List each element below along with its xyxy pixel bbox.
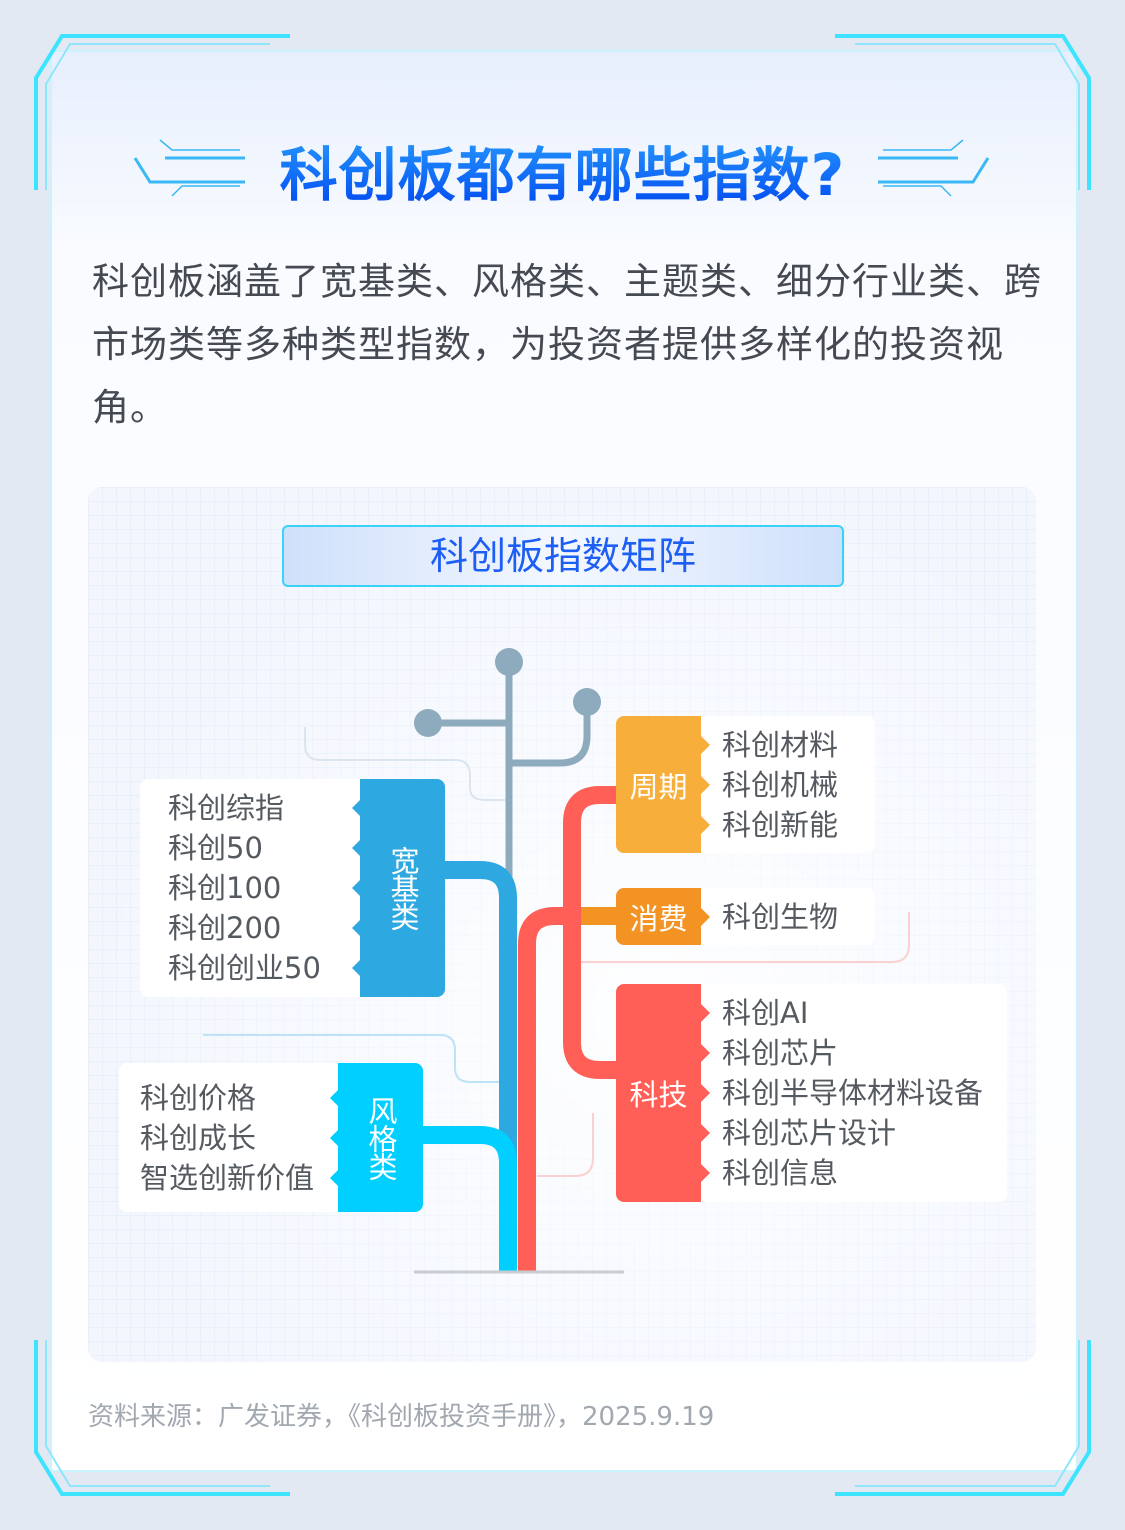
list-item: 科创半导体材料设备 bbox=[722, 1076, 984, 1110]
list-item: 科创200 bbox=[168, 911, 282, 945]
list-item: 科创100 bbox=[168, 871, 282, 905]
tech-index-label: 科技 bbox=[616, 984, 701, 1202]
broad-index-label: 宽基类 bbox=[360, 779, 445, 997]
list-item: 科创机械 bbox=[722, 768, 839, 802]
list-item: 科创AI bbox=[722, 996, 809, 1030]
title-decoration-right bbox=[878, 139, 990, 197]
list-item: 科创价格 bbox=[140, 1081, 257, 1115]
consumer-index-label: 消费 bbox=[616, 888, 701, 945]
list-item: 科创芯片设计 bbox=[722, 1116, 897, 1150]
list-item: 科创新能 bbox=[722, 808, 839, 842]
intro-text: 科创板涵盖了宽基类、风格类、主题类、细分行业类、跨市场类等多种类型指数，为投资者… bbox=[92, 260, 1042, 429]
list-item: 科创生物 bbox=[722, 900, 839, 934]
list-item: 科创成长 bbox=[140, 1121, 257, 1155]
style-index-label: 风格类 bbox=[338, 1063, 423, 1212]
source-note: 资料来源：广发证券，《科创板投资手册》，2025.9.19 bbox=[88, 1402, 715, 1432]
list-item: 科创信息 bbox=[722, 1156, 839, 1190]
list-item: 科创芯片 bbox=[722, 1036, 839, 1070]
cycle-index-label: 周期 bbox=[616, 716, 701, 853]
list-item: 科创综指 bbox=[168, 791, 285, 825]
list-item: 智选创新价值 bbox=[140, 1161, 315, 1195]
list-item: 科创创业50 bbox=[168, 951, 321, 985]
cycle-tech-branch bbox=[563, 786, 616, 1079]
style-branch bbox=[423, 1126, 517, 1272]
tech-branch bbox=[518, 907, 580, 1272]
matrix-title: 科创板指数矩阵 bbox=[282, 525, 844, 587]
list-item: 科创50 bbox=[168, 831, 263, 865]
decorative-thin-lines bbox=[203, 727, 910, 1177]
broad-branch bbox=[445, 861, 517, 1272]
list-item: 科创材料 bbox=[722, 728, 839, 762]
title-decoration-left bbox=[133, 139, 245, 197]
page-title: 科创板都有哪些指数? bbox=[0, 128, 1125, 212]
